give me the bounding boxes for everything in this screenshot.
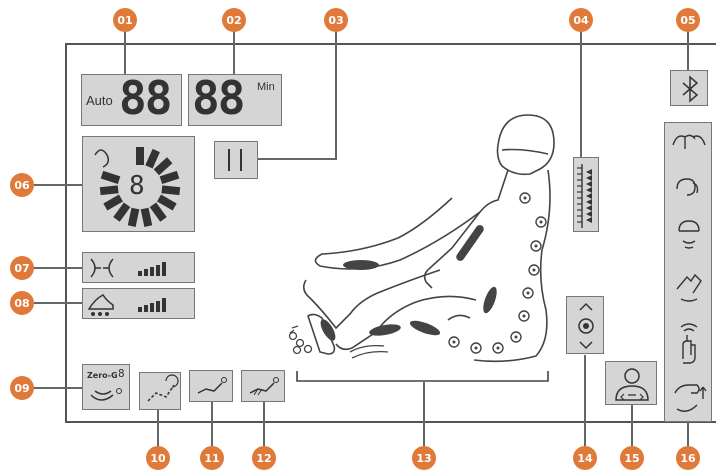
leader-07	[34, 267, 82, 269]
zero-g-icon	[90, 388, 122, 401]
roller-position-scale	[573, 157, 599, 232]
callout-14: 14	[573, 446, 597, 470]
airbag-icon	[90, 258, 166, 278]
leader-11	[211, 400, 213, 446]
leader-04	[580, 32, 582, 157]
massage-mode-display	[241, 370, 285, 402]
leader-02	[233, 32, 235, 74]
minute-display: 88 Min	[188, 71, 282, 126]
zero-g-label: Zero-G	[87, 371, 118, 380]
knead-icon	[672, 134, 706, 149]
massage-user-icon	[249, 377, 279, 396]
leader-12	[263, 400, 265, 446]
callout-02: 02	[222, 8, 246, 32]
clap-icon	[678, 220, 700, 249]
technique-icons	[672, 134, 707, 412]
callout-09: 09	[10, 376, 34, 400]
callout-05: 05	[676, 8, 700, 32]
leader-15	[631, 405, 633, 446]
leader-06	[34, 184, 82, 186]
pause-indicator	[214, 141, 258, 179]
shiatsu-icon	[676, 273, 702, 302]
roller-up-down-icon	[578, 302, 594, 350]
callout-01: 01	[113, 8, 137, 32]
user-scan-icon	[615, 368, 649, 401]
zero-g-display: Zero-G 8	[82, 364, 130, 410]
speed-wheel-icon	[94, 147, 181, 227]
tap-icon	[676, 178, 699, 196]
lcd-panel-frame	[65, 43, 716, 423]
bluetooth-indicator	[670, 70, 708, 106]
leader-16	[687, 422, 689, 446]
auto-label: Auto	[86, 93, 113, 108]
recline-display	[139, 372, 181, 410]
pause-bar-left	[228, 149, 230, 171]
auto-timer-display: Auto 88	[81, 71, 182, 126]
callout-10: 10	[146, 446, 170, 470]
foot-roller-icon	[87, 294, 166, 316]
airbag-intensity-display	[82, 252, 195, 283]
massage-technique-panel	[664, 122, 712, 422]
leader-14	[584, 355, 586, 446]
callout-06: 06	[10, 173, 34, 197]
leader-01	[124, 32, 126, 74]
leader-03a	[335, 32, 337, 160]
reclined-user-icon	[197, 377, 227, 394]
foot-roller-intensity-display	[82, 288, 195, 319]
body-scan-indicator	[605, 361, 657, 405]
leader-13	[423, 382, 425, 446]
callout-08: 08	[10, 291, 34, 315]
timer-digits-left: 88	[119, 71, 172, 125]
grip-icon	[674, 384, 707, 412]
callout-07: 07	[10, 256, 34, 280]
recline-icon	[147, 374, 179, 402]
reclined-mode-display	[189, 370, 233, 402]
callout-03: 03	[324, 8, 348, 32]
roller-position-adjust	[566, 296, 604, 354]
callout-12: 12	[252, 446, 276, 470]
callout-11: 11	[200, 446, 224, 470]
wheel-digit: 8	[129, 171, 145, 201]
leader-10	[157, 410, 159, 446]
callout-04: 04	[569, 8, 593, 32]
leader-03b	[258, 158, 337, 160]
scale-icon	[577, 164, 592, 228]
press-icon	[680, 323, 698, 364]
min-label: Min	[257, 81, 275, 93]
speed-wheel-display: 8	[82, 136, 195, 232]
leader-09	[34, 387, 82, 389]
leader-05	[687, 32, 689, 70]
zero-g-digit: 8	[118, 367, 124, 380]
bluetooth-icon	[682, 75, 699, 103]
timer-digits-right: 88	[192, 71, 245, 125]
leader-08	[34, 302, 82, 304]
callout-15: 15	[620, 446, 644, 470]
pause-bar-right	[240, 149, 242, 171]
callout-13: 13	[412, 446, 436, 470]
callout-16: 16	[676, 446, 700, 470]
